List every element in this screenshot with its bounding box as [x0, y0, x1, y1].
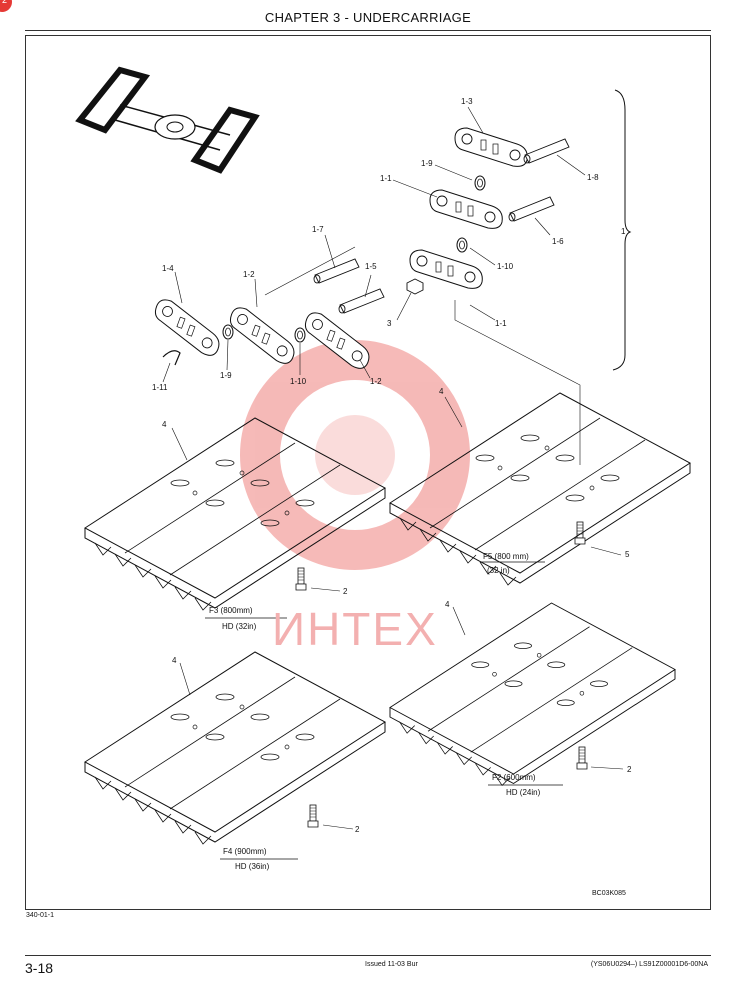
- pin-1-11: [162, 350, 181, 366]
- caption-f4-size: F4 (900mm): [223, 847, 267, 856]
- callout-1-11: 1-11: [152, 383, 168, 392]
- pin-1-8: [523, 138, 570, 164]
- link-1-3: [454, 127, 528, 167]
- caption-f3-type: HD (32in): [222, 622, 257, 631]
- nut-3: [406, 278, 424, 295]
- bushing-1-5: [338, 288, 385, 314]
- callout-1-7: 1-7: [312, 225, 324, 234]
- callout-2-f4: 2: [355, 825, 360, 834]
- callout-1-9-lower: 1-9: [220, 371, 232, 380]
- shoe-leader-lines: [171, 396, 624, 830]
- document-code: (YS06U0294–) LS91Z00001D6-00NA: [590, 961, 708, 968]
- ring-1-9-upper: [474, 175, 486, 191]
- callout-3: 3: [387, 319, 392, 328]
- ring-1-10-lower: [294, 327, 306, 343]
- callout-1-10-upper: 1-10: [497, 262, 514, 271]
- callout-1-2-left: 1-2: [243, 270, 255, 279]
- link-1-4: [146, 296, 229, 359]
- callout-5: 5: [625, 550, 630, 559]
- callout-1-5: 1-5: [365, 262, 377, 271]
- callout-1-1-upper: 1-1: [380, 174, 392, 183]
- bushing-1-7: [313, 258, 360, 284]
- caption-f3-size: F3 (800mm): [209, 606, 253, 615]
- callout-1: 1: [621, 227, 626, 236]
- bolt-2-f4: [307, 804, 319, 828]
- callout-1-9-upper: 1-9: [421, 159, 433, 168]
- figure-frame: [25, 35, 711, 910]
- callout-1-8: 1-8: [587, 173, 599, 182]
- callout-4-f3: 4: [162, 420, 167, 429]
- callout-4-f2: 4: [445, 600, 450, 609]
- bolt-2-f2: [576, 746, 588, 770]
- footer-rule: [25, 955, 711, 956]
- link-1-2-left: [221, 304, 304, 367]
- header-rule: [25, 30, 711, 31]
- caption-f4-type: HD (36in): [235, 862, 270, 871]
- watermark-gear-logo: [240, 340, 470, 570]
- page-corner-badge: 2: [0, 0, 12, 12]
- caption-rules: [205, 561, 563, 860]
- callout-1-3: 1-3: [461, 97, 473, 106]
- figure-id: BC03K085: [592, 890, 626, 897]
- caption-f2-size: F2 (600mm): [492, 773, 536, 782]
- exploded-parts-drawing: 1-3 1-9 1-8 1-1 1-6 1 1-7 1-10 1-4 1-2 1…: [75, 66, 691, 897]
- bolt-5: [574, 521, 586, 545]
- callout-2-f2: 2: [627, 765, 632, 774]
- page-number: 3-18: [25, 960, 54, 976]
- callout-4-f5: 4: [439, 387, 444, 396]
- crawler-undercarriage-illustration: [75, 66, 260, 174]
- callout-1-4: 1-4: [162, 264, 174, 273]
- leader-lines: [162, 106, 586, 465]
- pin-1-6: [508, 196, 555, 222]
- ring-1-10-upper: [456, 237, 468, 253]
- callout-2-f3: 2: [343, 587, 348, 596]
- group-1-bracket: [612, 89, 632, 371]
- watermark-text: ИНТЕХ: [272, 603, 438, 655]
- callout-4-f4: 4: [172, 656, 177, 665]
- callout-1-10-lower: 1-10: [290, 377, 307, 386]
- link-1-1-upper: [429, 189, 503, 229]
- caption-f2-type: HD (24in): [506, 788, 541, 797]
- caption-f5-size: F5 (800 mm): [483, 552, 529, 561]
- track-shoe-f4: [84, 651, 386, 845]
- ring-1-9-lower: [222, 324, 234, 340]
- bolt-2-f3: [295, 567, 307, 591]
- callout-1-2-right: 1-2: [370, 377, 382, 386]
- callout-1-6: 1-6: [552, 237, 564, 246]
- caption-f5-inch: (32 in): [487, 566, 510, 575]
- issued-date: Issued 11-03 Bur: [365, 961, 418, 968]
- reference-code: 340-01-1: [26, 912, 55, 919]
- callout-1-1-lower: 1-1: [495, 319, 507, 328]
- page-header-title: CHAPTER 3 - UNDERCARRIAGE: [264, 10, 472, 25]
